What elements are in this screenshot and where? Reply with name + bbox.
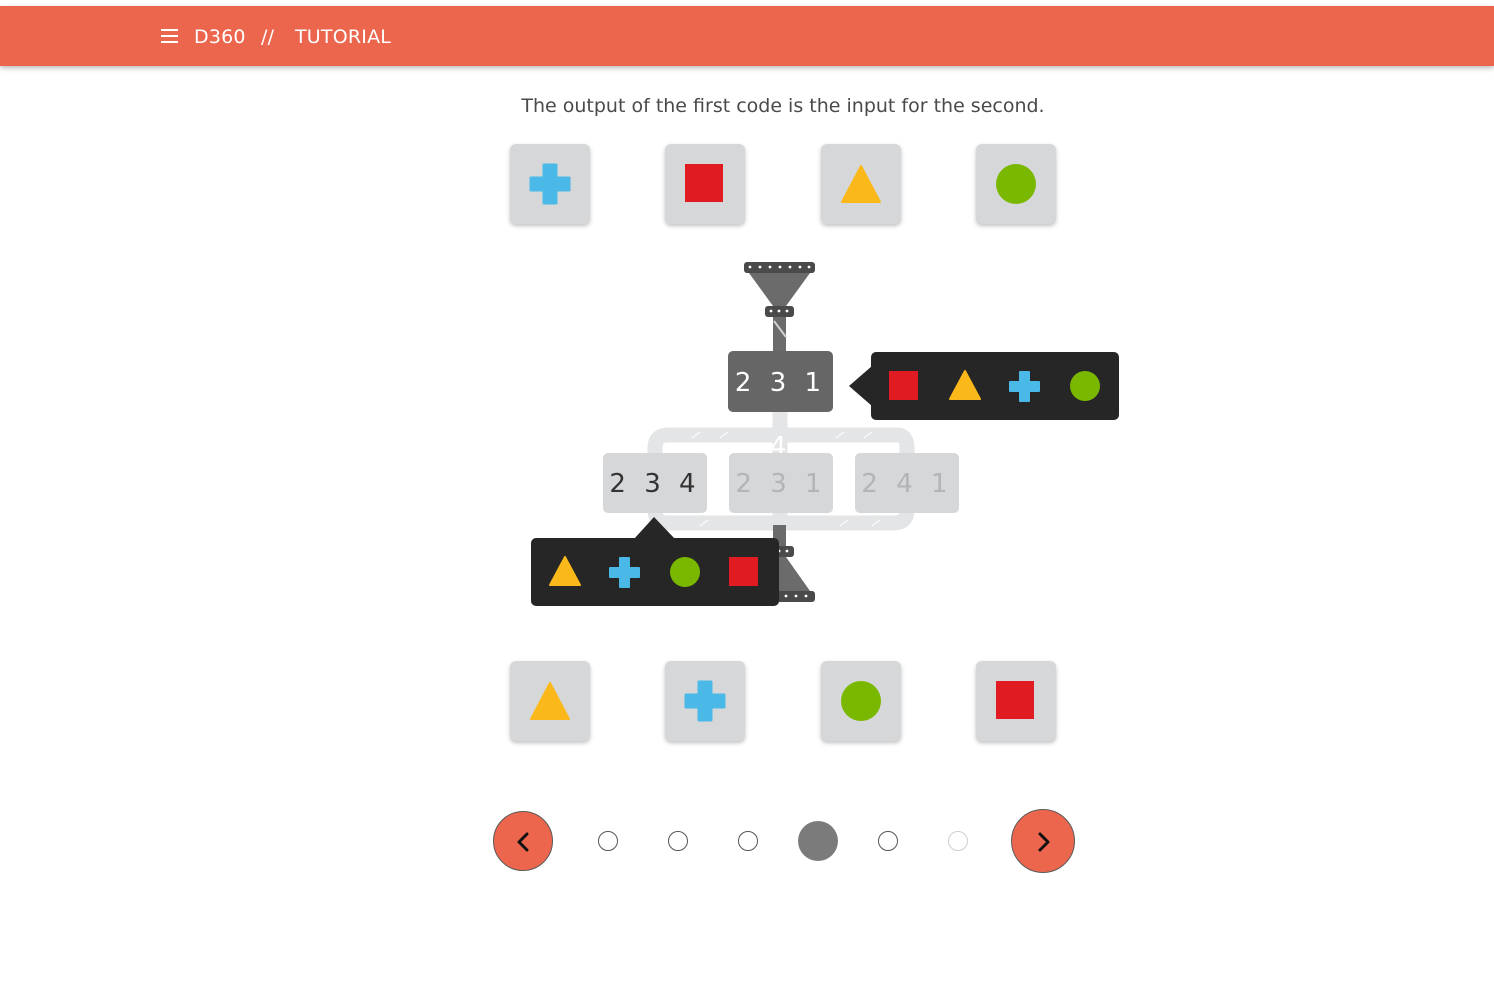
step-dot-6[interactable] (948, 831, 968, 851)
second-code-output-tooltip (531, 538, 779, 606)
code-option-2[interactable]: 2 3 1 4 (729, 453, 833, 513)
breadcrumb-separator: // (261, 26, 275, 48)
first-code-output-tooltip (871, 352, 1119, 420)
code-option-1[interactable]: 2 3 4 1 (603, 453, 707, 513)
step-dot-5[interactable] (878, 831, 898, 851)
triangle-icon (949, 370, 981, 400)
section-title: TUTORIAL (295, 26, 392, 48)
output-tile-3[interactable] (821, 661, 901, 741)
next-step-button[interactable] (1011, 809, 1075, 873)
instruction-text: The output of the first code is the inpu… (521, 95, 1045, 117)
previous-step-button[interactable] (493, 811, 553, 871)
step-dot-1[interactable] (598, 831, 618, 851)
circle-icon (841, 681, 881, 721)
hamburger-menu-icon[interactable] (160, 27, 180, 45)
square-icon (889, 371, 918, 400)
input-tile-3[interactable] (821, 144, 901, 224)
cross-icon (684, 680, 726, 722)
input-tile-1[interactable] (510, 144, 590, 224)
cross-icon (529, 163, 571, 205)
triangle-icon (841, 165, 881, 203)
input-funnel (744, 262, 815, 351)
triangle-icon (549, 556, 581, 586)
step-dot-3[interactable] (738, 831, 758, 851)
triangle-icon (530, 682, 570, 720)
square-icon (685, 164, 723, 202)
step-dot-2[interactable] (668, 831, 688, 851)
square-icon (729, 557, 758, 586)
app-name: D360 (194, 26, 246, 48)
code-option-3[interactable]: 2 4 1 3 (855, 453, 959, 513)
square-icon (996, 681, 1034, 719)
input-tile-2[interactable] (665, 144, 745, 224)
circle-icon (1070, 371, 1100, 401)
cross-icon (609, 557, 640, 588)
step-dot-4-current[interactable] (798, 821, 838, 861)
output-tile-2[interactable] (665, 661, 745, 741)
output-tile-1[interactable] (510, 661, 590, 741)
input-tile-4[interactable] (976, 144, 1056, 224)
output-tile-4[interactable] (976, 661, 1056, 741)
circle-icon (670, 557, 700, 587)
circle-icon (996, 164, 1036, 204)
cross-icon (1009, 371, 1040, 402)
chevron-left-icon (517, 832, 529, 852)
first-code-box: 2 3 1 4 (728, 351, 833, 462)
top-app-bar: D360 // TUTORIAL (0, 6, 1494, 66)
chevron-right-icon (1038, 832, 1050, 852)
